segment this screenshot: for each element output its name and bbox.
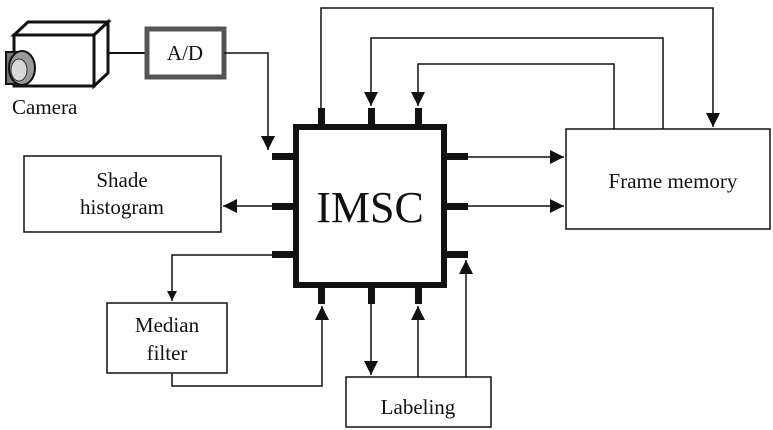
imsc-chip [272,108,468,304]
median-filter-box [106,302,228,374]
camera-icon [5,18,112,90]
frame-memory-label: Frame memory [609,169,738,193]
imsc-label: IMSC [316,183,424,232]
ad-converter-label: A/D [167,41,203,65]
median-filter-label-line1: Median [135,313,200,337]
frame-memory-to-imsc-arrow-2 [411,63,615,129]
median-filter-to-imsc-arrow [171,306,329,387]
shade-histogram-box [23,155,222,233]
imsc-to-frame-memory-top-arrow [320,7,720,127]
shade-histogram-label-line2: histogram [80,195,164,219]
ad-to-imsc-arrow [224,52,275,150]
labeling-box [345,376,492,428]
median-filter-label-line2: filter [147,341,188,365]
labeling-label: Labeling [381,395,456,419]
frame-memory-box [565,128,771,230]
imsc-to-median-filter-arrow [167,254,272,301]
camera-label: Camera [12,95,78,119]
frame-memory-to-imsc-arrow-1 [364,37,664,129]
shade-histogram-label-line1: Shade [96,168,147,192]
